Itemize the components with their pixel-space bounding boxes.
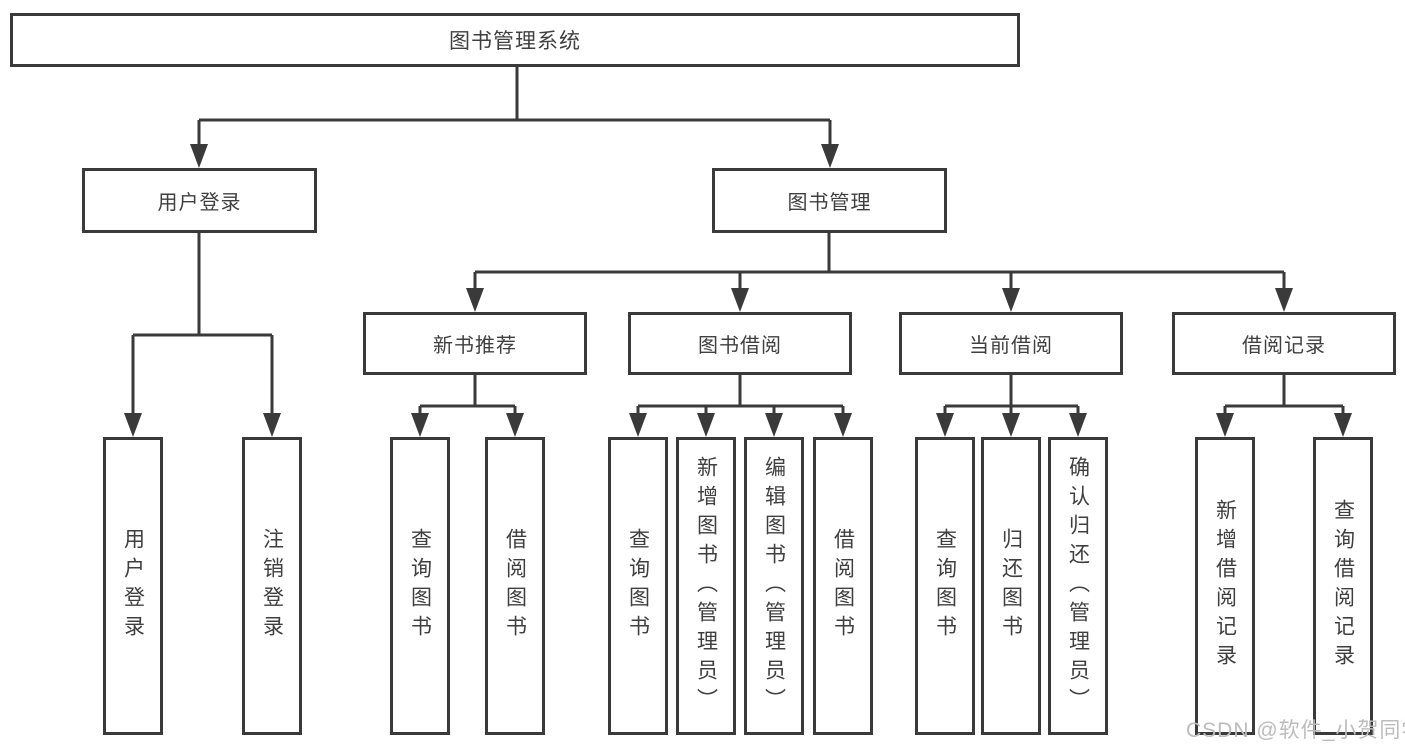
node-label: 用户登录 [121, 528, 145, 644]
node-label: 查询图书 [933, 528, 957, 644]
leaf-borrow-books: 借阅图书 [813, 437, 873, 735]
leaf-return-books: 归还图书 [981, 437, 1041, 735]
node-label: 用户登录 [157, 192, 242, 214]
node-label: 查询图书 [626, 528, 650, 644]
node-label: 查询图书 [408, 528, 432, 644]
leaf-query-books-current: 查询图书 [915, 437, 975, 735]
node-label: 新增借阅记录 [1213, 499, 1237, 673]
leaf-borrow-books-recommend: 借阅图书 [485, 437, 545, 735]
node-label: 借阅图书 [503, 528, 527, 644]
node-label: 确认归还（管理员） [1066, 455, 1090, 717]
node-new-book-recommend: 新书推荐 [363, 312, 587, 375]
leaf-user-login: 用户登录 [103, 437, 163, 735]
leaf-query-books-borrow: 查询图书 [608, 437, 668, 735]
node-label: 图书管理 [787, 192, 872, 214]
leaf-logout: 注销登录 [242, 437, 302, 735]
leaf-add-books-admin: 新增图书（管理员） [676, 437, 736, 735]
node-label: 注销登录 [260, 528, 284, 644]
leaf-query-books-recommend: 查询图书 [390, 437, 450, 735]
node-user-login: 用户登录 [82, 168, 317, 233]
node-library-management-system: 图书管理系统 [10, 13, 1020, 67]
leaf-edit-books-admin: 编辑图书（管理员） [744, 437, 804, 735]
leaf-query-borrow-record: 查询借阅记录 [1313, 437, 1373, 735]
node-label: 借阅记录 [1242, 335, 1326, 357]
node-label: 当前借阅 [969, 335, 1053, 357]
node-book-management: 图书管理 [712, 168, 947, 233]
node-label: 新增图书（管理员） [694, 455, 718, 717]
node-book-borrowing: 图书借阅 [628, 312, 852, 375]
node-label: 编辑图书（管理员） [762, 455, 786, 717]
node-label: 图书管理系统 [449, 30, 581, 53]
node-current-borrowing: 当前借阅 [899, 312, 1123, 375]
node-label: 图书借阅 [698, 335, 782, 357]
node-label: 归还图书 [999, 528, 1023, 644]
node-label: 查询借阅记录 [1331, 499, 1355, 673]
leaf-add-borrow-record: 新增借阅记录 [1195, 437, 1255, 735]
node-label: 新书推荐 [433, 335, 517, 357]
node-label: 借阅图书 [831, 528, 855, 644]
leaf-confirm-return-admin: 确认归还（管理员） [1048, 437, 1108, 735]
csdn-watermark: CSDN @软件_小贺同学 [1186, 719, 1405, 742]
node-borrowing-records: 借阅记录 [1172, 312, 1396, 375]
